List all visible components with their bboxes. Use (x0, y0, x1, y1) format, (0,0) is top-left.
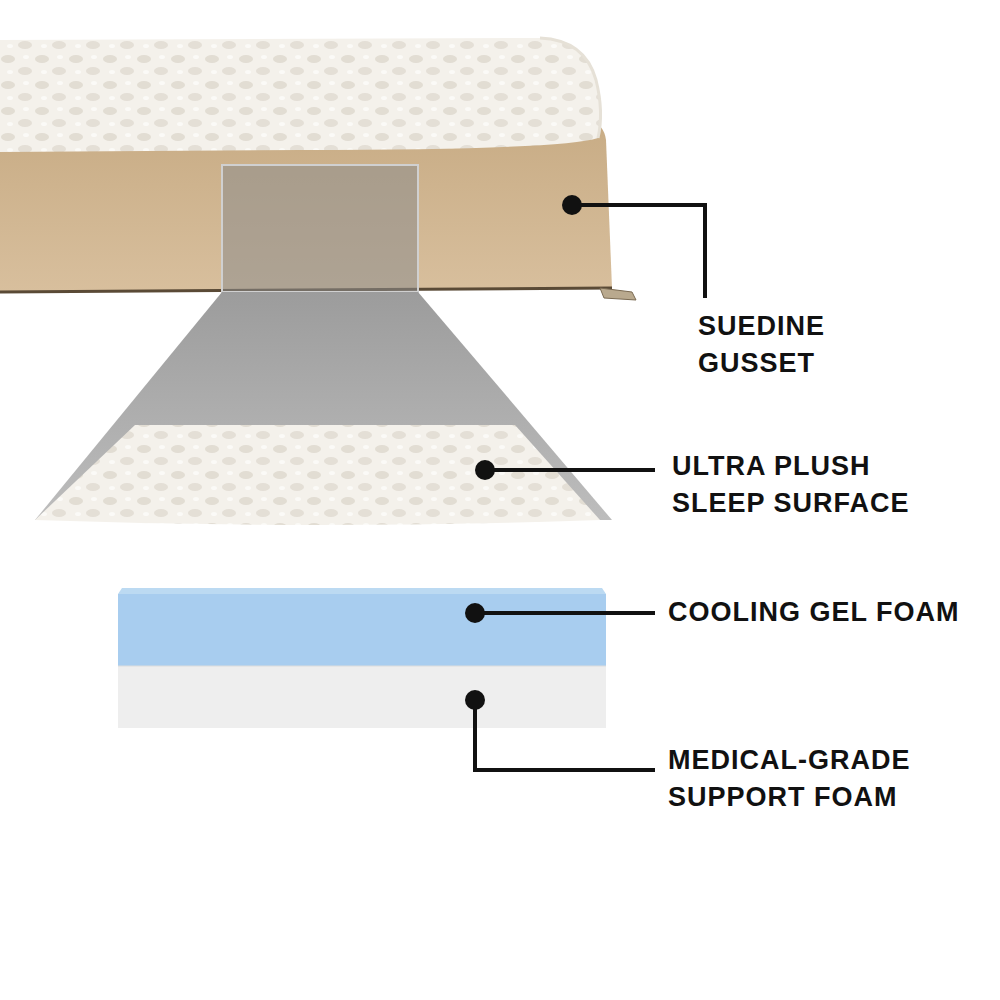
foam-seam (118, 666, 606, 667)
leader-line (485, 468, 655, 472)
leader-dot (475, 460, 495, 480)
plush-top (0, 38, 601, 152)
plush-edge (540, 38, 601, 138)
part-label: MEDICAL-GRADE SUPPORT FOAM (668, 742, 968, 817)
leader-dot (465, 603, 485, 623)
plush-slab (35, 425, 600, 525)
support-foam (118, 666, 606, 728)
part-label: COOLING GEL FOAM (668, 594, 960, 631)
zoom-window (222, 165, 418, 292)
zipper-pull (600, 288, 636, 300)
leader-line (475, 700, 655, 770)
part-label: SUEDINE GUSSET (698, 308, 908, 383)
cooling-gel-foam (118, 594, 606, 666)
part-label: ULTRA PLUSH SLEEP SURFACE (672, 448, 972, 523)
gel-foam-top (118, 588, 606, 594)
leader-line (475, 611, 655, 615)
leader-dot (465, 690, 485, 710)
leader-dot (562, 195, 582, 215)
leader-line (572, 205, 705, 298)
